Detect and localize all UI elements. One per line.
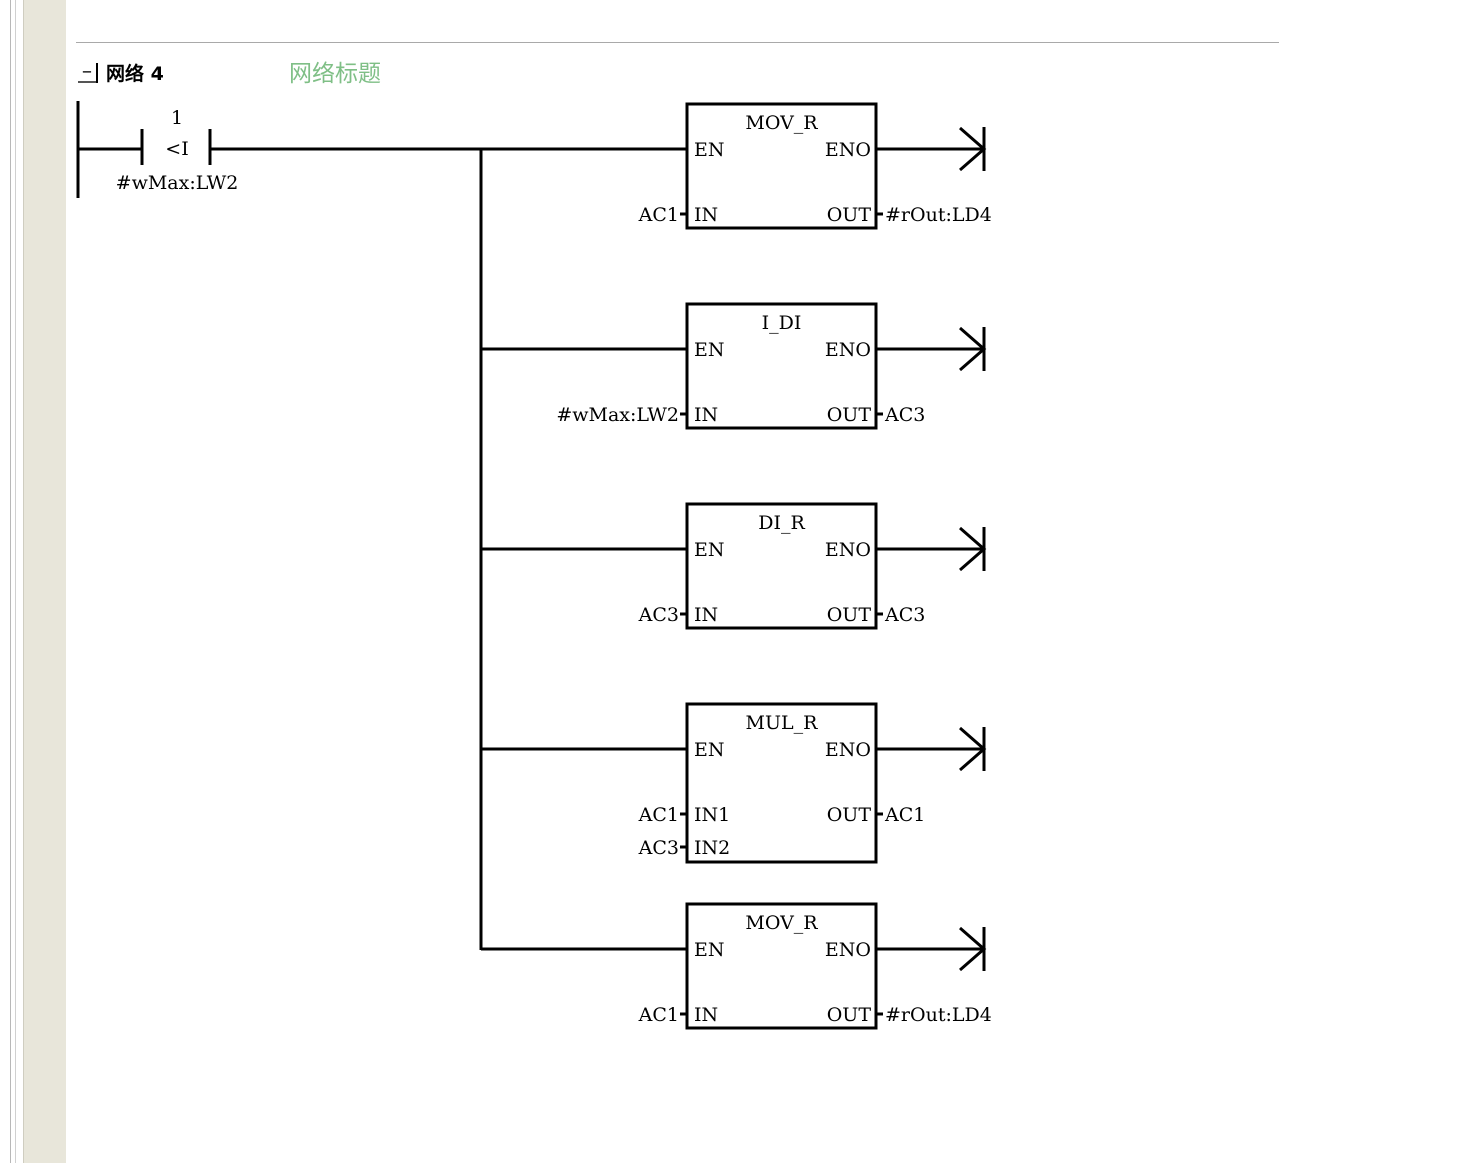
pin-in1-label: IN1 — [694, 804, 730, 826]
network-label: 网络 4 — [106, 62, 164, 85]
pin-in2-label: IN2 — [694, 837, 730, 859]
pin-eno-label: ENO — [825, 339, 871, 361]
pin-out-label: OUT — [827, 404, 872, 426]
output-operand[interactable]: #rOut:LD4 — [885, 1004, 992, 1026]
network-separator — [76, 42, 1279, 43]
pin-en-label: EN — [694, 139, 725, 161]
output-operand[interactable]: #rOut:LD4 — [885, 204, 992, 226]
contact-operator: <I — [165, 138, 188, 160]
function-box-i-di[interactable]: I_DI EN ENO IN #wMax:LW2 OUT AC3 — [481, 302, 987, 430]
collapse-toggle-icon[interactable]: − — [76, 61, 98, 83]
function-box-mov-r[interactable]: MOV_R EN ENO IN AC1 OUT #rOut:LD4 — [481, 102, 992, 230]
box-name: MOV_R — [745, 112, 818, 134]
pin-out-label: OUT — [827, 204, 872, 226]
pin-out-label: OUT — [827, 804, 872, 826]
box-name: I_DI — [762, 312, 802, 334]
compare-contact[interactable]: 1 <I #wMax:LW2 — [116, 107, 239, 194]
input-operand[interactable]: AC1 — [638, 804, 679, 826]
contact-operand[interactable]: #wMax:LW2 — [116, 172, 239, 194]
input-operand[interactable]: AC1 — [638, 204, 679, 226]
box-frame[interactable] — [685, 502, 878, 630]
function-box-mov-r[interactable]: MOV_R EN ENO IN AC1 OUT #rOut:LD4 — [481, 902, 992, 1030]
pin-eno-label: ENO — [825, 139, 871, 161]
box-frame[interactable] — [685, 902, 878, 1030]
box-name: MUL_R — [746, 712, 819, 734]
box-name: DI_R — [758, 512, 805, 534]
box-name: MOV_R — [745, 912, 818, 934]
input-operand[interactable]: AC1 — [638, 1004, 679, 1026]
function-box-di-r[interactable]: DI_R EN ENO IN AC3 OUT AC3 — [481, 502, 987, 630]
pin-in-label: IN — [694, 604, 718, 626]
pin-in-label: IN — [694, 204, 718, 226]
contact-constant: 1 — [171, 107, 183, 129]
network-header: − 网络 4 — [76, 58, 164, 86]
pin-in-label: IN — [694, 1004, 718, 1026]
left-gutter — [23, 0, 66, 1163]
input-operand[interactable]: AC3 — [638, 837, 679, 859]
pin-eno-label: ENO — [825, 739, 871, 761]
pin-en-label: EN — [694, 939, 725, 961]
box-frame[interactable] — [685, 702, 878, 864]
pin-en-label: EN — [694, 739, 725, 761]
pin-out-label: OUT — [827, 1004, 872, 1026]
pin-en-label: EN — [694, 539, 725, 561]
input-operand[interactable]: AC3 — [638, 604, 679, 626]
gutter-border-inner — [15, 0, 16, 1163]
gutter-border — [10, 0, 11, 1163]
output-operand[interactable]: AC3 — [884, 404, 925, 426]
pin-in-label: IN — [694, 404, 718, 426]
pin-out-label: OUT — [827, 604, 872, 626]
output-operand[interactable]: AC1 — [884, 804, 925, 826]
pin-eno-label: ENO — [825, 939, 871, 961]
pin-en-label: EN — [694, 339, 725, 361]
pin-eno-label: ENO — [825, 539, 871, 561]
box-frame[interactable] — [685, 102, 878, 230]
output-operand[interactable]: AC3 — [884, 604, 925, 626]
input-operand[interactable]: #wMax:LW2 — [556, 404, 679, 426]
box-frame[interactable] — [685, 302, 878, 430]
network-title[interactable]: 网络标题 — [289, 61, 381, 87]
